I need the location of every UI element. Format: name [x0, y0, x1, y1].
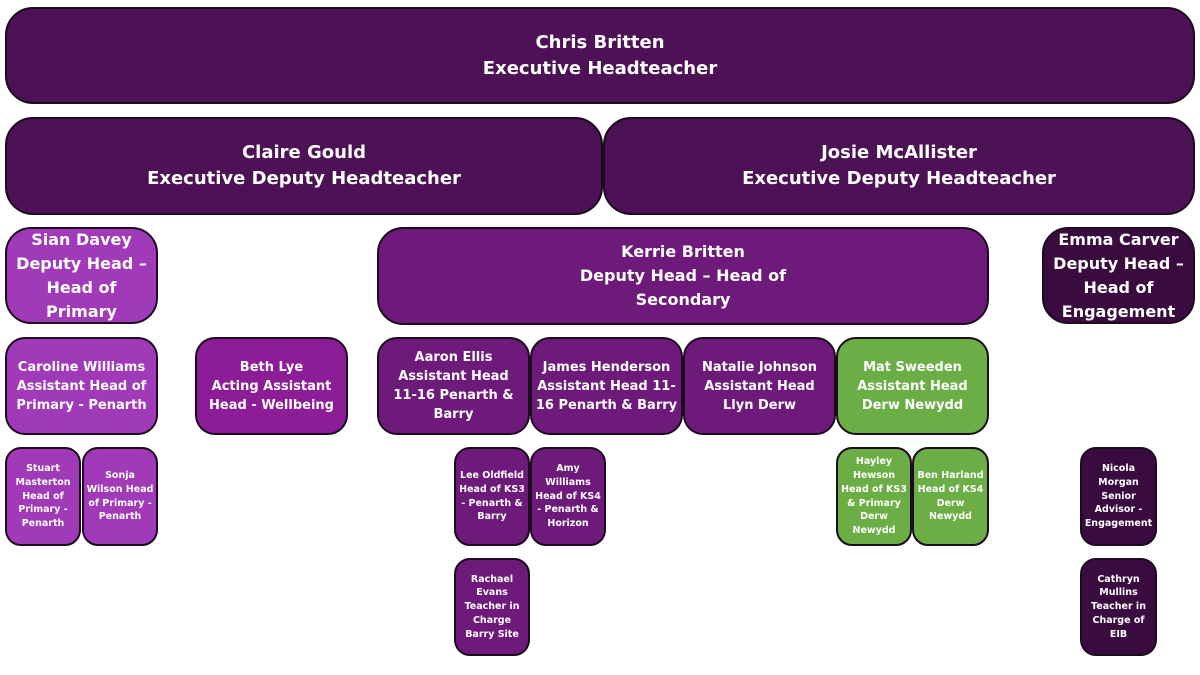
assistant-head-name: Mat Sweeden	[863, 359, 962, 375]
deputy-head-secondary-box: Kerrie Britten Deputy Head – Head of Sec…	[377, 227, 989, 325]
staff-text: Hayley Hewson Head of KS3 & Primary Derw…	[841, 456, 907, 537]
staff-text: Sonja Wilson Head of Primary - Penarth	[86, 469, 154, 523]
exec-deputy-name: Claire Gould	[241, 142, 367, 163]
deputy-head-name: Sian Davey	[31, 229, 132, 249]
assistant-head-name: Beth Lye	[239, 359, 304, 375]
assistant-head-name: Aaron Ellis	[414, 350, 493, 365]
assistant-head-beth-box: Beth Lye Acting Assistant Head - Wellbei…	[195, 337, 348, 435]
staff-text: Lee Oldfield Head of KS3 - Penarth & Bar…	[459, 469, 525, 523]
staff-box-cathryn: Cathryn Mullins Teacher in Charge of EIB	[1080, 558, 1157, 656]
staff-text: Cathryn Mullins Teacher in Charge of EIB	[1091, 573, 1146, 640]
deputy-head-name: Emma Carver	[1058, 229, 1179, 249]
deputy-head-primary-box: Sian Davey Deputy Head – Head of Primary	[5, 227, 158, 324]
exec-deputy-role: Executive Deputy Headteacher	[742, 168, 1056, 189]
exec-head-name: Chris Britten	[535, 31, 665, 53]
staff-box-lee: Lee Oldfield Head of KS3 - Penarth & Bar…	[454, 447, 530, 546]
staff-box-nicola: Nicola Morgan Senior Advisor - Engagemen…	[1080, 447, 1157, 546]
staff-box-hayley: Hayley Hewson Head of KS3 & Primary Derw…	[836, 447, 912, 546]
assistant-head-name: Caroline Williams	[17, 359, 146, 375]
assistant-head-aaron-box: Aaron Ellis Assistant Head 11-16 Penarth…	[377, 337, 530, 435]
staff-box-rachael: Rachael Evans Teacher in Charge Barry Si…	[454, 558, 530, 656]
exec-deputy-box-claire: Claire Gould Executive Deputy Headteache…	[5, 117, 603, 215]
exec-deputy-box-josie: Josie McAllister Executive Deputy Headte…	[603, 117, 1195, 215]
exec-deputy-role: Executive Deputy Headteacher	[147, 168, 461, 189]
assistant-head-role: Assistant Head of Primary - Penarth	[16, 378, 147, 413]
staff-text: Nicola Morgan Senior Advisor - Engagemen…	[1084, 463, 1153, 530]
assistant-head-caroline-box: Caroline Williams Assistant Head of Prim…	[5, 337, 158, 435]
assistant-head-role: Assistant Head 11-16 Penarth & Barry	[535, 378, 678, 413]
assistant-head-role: Acting Assistant Head - Wellbeing	[209, 378, 334, 413]
assistant-head-james-box: James Henderson Assistant Head 11-16 Pen…	[530, 337, 683, 435]
executive-headteacher-box: Chris Britten Executive Headteacher	[5, 7, 1195, 104]
assistant-head-name: Natalie Johnson	[701, 359, 818, 375]
staff-text: Ben Harland Head of KS4 Derw Newydd	[917, 469, 984, 523]
staff-box-ben: Ben Harland Head of KS4 Derw Newydd	[912, 447, 989, 546]
assistant-head-mat-box: Mat Sweeden Assistant Head Derw Newydd	[836, 337, 989, 435]
assistant-head-role: Assistant Head Llyn Derw	[704, 378, 815, 413]
staff-text: Stuart Masterton Head of Primary - Penar…	[15, 463, 71, 530]
deputy-head-name: Kerrie Britten	[621, 242, 745, 261]
exec-deputy-name: Josie McAllister	[821, 142, 977, 163]
assistant-head-natalie-box: Natalie Johnson Assistant Head Llyn Derw	[683, 337, 836, 435]
staff-box-stuart: Stuart Masterton Head of Primary - Penar…	[5, 447, 81, 546]
exec-head-role: Executive Headteacher	[482, 57, 718, 79]
deputy-head-engagement-box: Emma Carver Deputy Head – Head of Engage…	[1042, 227, 1195, 324]
deputy-head-role: Deputy Head – Head of Secondary	[579, 266, 787, 309]
staff-text: Amy Williams Head of KS4 - Penarth & Hor…	[535, 463, 601, 530]
assistant-head-role: Assistant Head Derw Newydd	[857, 378, 968, 413]
deputy-head-role: Deputy Head – Head of Engagement	[1053, 253, 1184, 321]
staff-text: Rachael Evans Teacher in Charge Barry Si…	[464, 573, 520, 640]
assistant-head-name: James Henderson	[542, 359, 671, 375]
assistant-head-role: Assistant Head 11-16 Penarth & Barry	[393, 369, 514, 422]
staff-box-sonja: Sonja Wilson Head of Primary - Penarth	[82, 447, 158, 546]
staff-box-amy: Amy Williams Head of KS4 - Penarth & Hor…	[530, 447, 606, 546]
deputy-head-role: Deputy Head – Head of Primary	[16, 253, 147, 321]
